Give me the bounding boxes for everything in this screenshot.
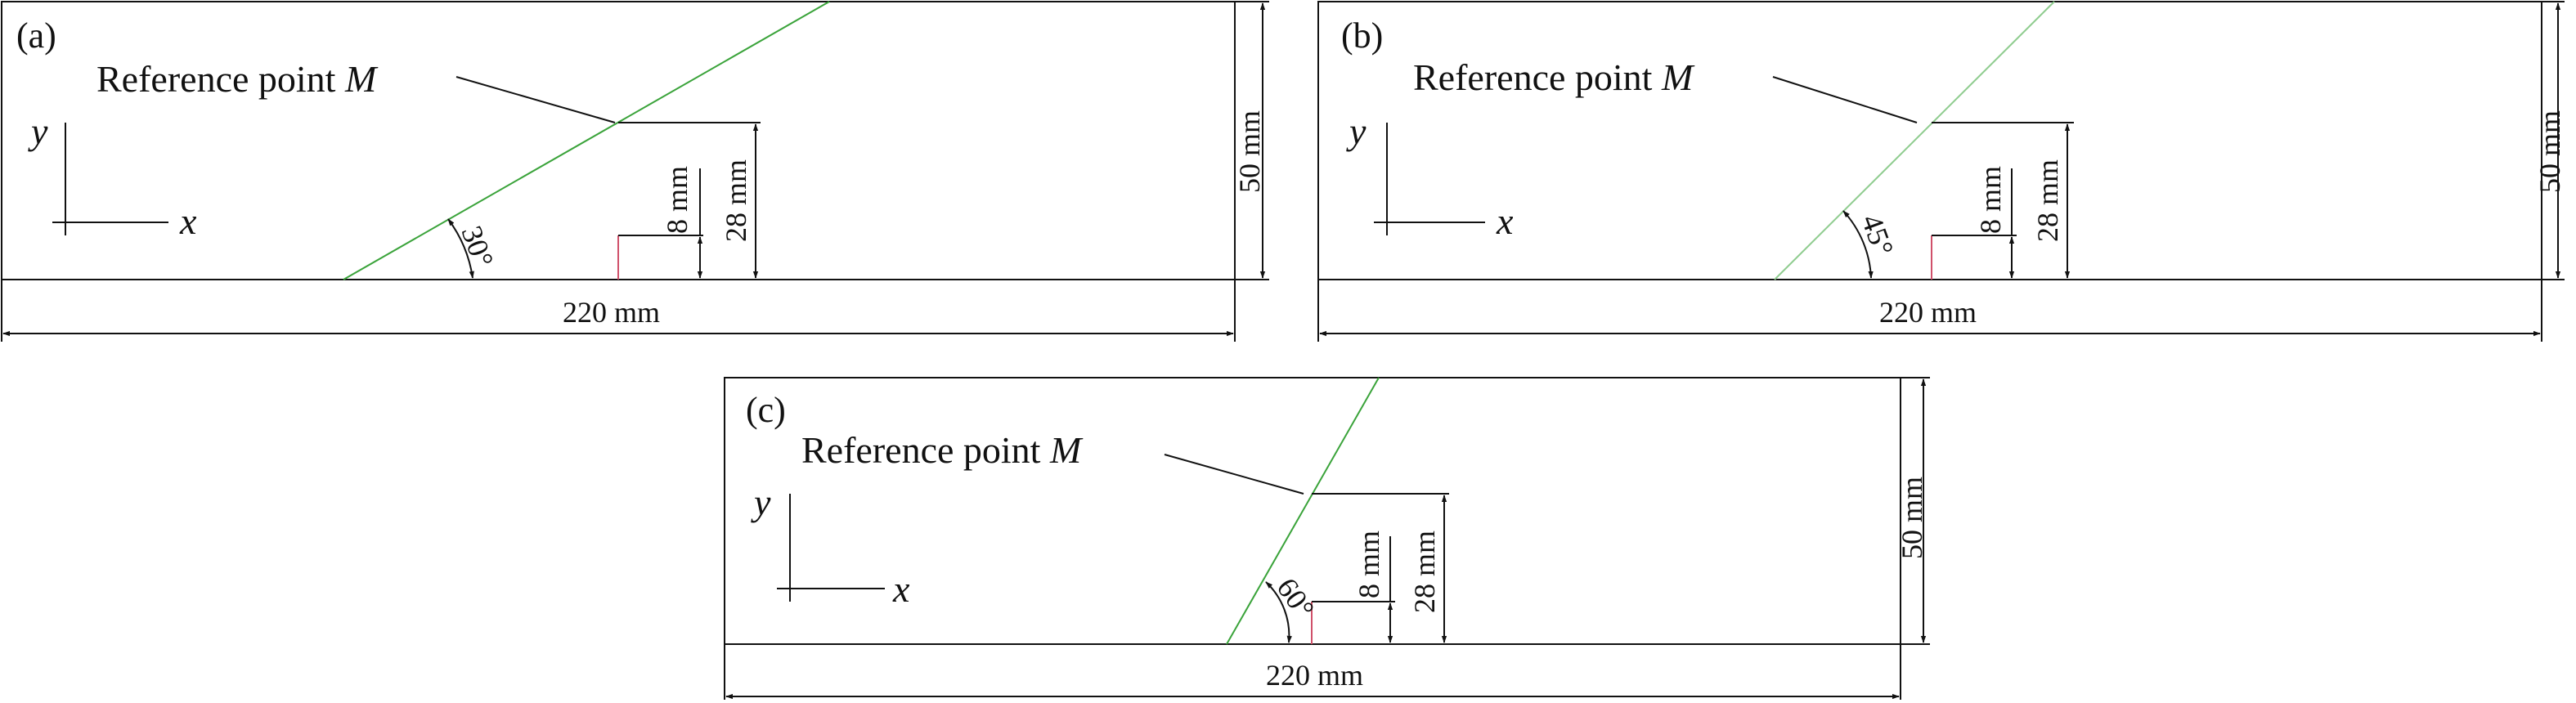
angle-arc bbox=[1265, 581, 1292, 643]
dim-width-label: 220 mm bbox=[1266, 659, 1363, 692]
axis-x-label: x bbox=[179, 200, 197, 242]
inclined-fault-line bbox=[1226, 377, 1380, 645]
angle-label: 60° bbox=[1270, 572, 1321, 625]
axis-y-label: y bbox=[751, 481, 771, 523]
reference-point-symbol: M bbox=[1049, 429, 1084, 471]
dim-28mm-label: 28 mm bbox=[1408, 531, 1441, 613]
reference-point-label: Reference point M bbox=[96, 58, 379, 100]
axis-y-label: y bbox=[28, 110, 48, 152]
angle-label: 30° bbox=[455, 222, 500, 271]
reference-point-label: Reference point M bbox=[801, 429, 1084, 471]
reference-point-label: Reference point M bbox=[1413, 56, 1695, 98]
panel-b: (b) Reference point M 8 mm 28 mm 50 mm 2… bbox=[1317, 1, 2566, 342]
inclined-fault-line bbox=[1774, 1, 2055, 280]
panel-label: (c) bbox=[746, 390, 786, 430]
dim-28mm-label: 28 mm bbox=[720, 159, 752, 242]
dim-8mm-label: 8 mm bbox=[661, 166, 693, 234]
coordinate-axes: y x bbox=[28, 110, 197, 242]
angle-arc bbox=[1842, 210, 1874, 279]
axis-x-label: x bbox=[892, 568, 910, 610]
angle-label: 45° bbox=[1855, 210, 1900, 260]
inclined-fault-line bbox=[343, 1, 830, 280]
panel-label: (a) bbox=[16, 16, 56, 56]
reference-leader-line bbox=[1164, 454, 1304, 495]
panel-label: (b) bbox=[1341, 16, 1383, 56]
dim-8mm-label: 8 mm bbox=[1353, 531, 1385, 598]
reference-leader-line bbox=[456, 76, 616, 123]
axis-x-label: x bbox=[1496, 200, 1514, 242]
domain-boundary bbox=[1317, 1, 2542, 280]
axis-y-label: y bbox=[1346, 110, 1367, 152]
coordinate-axes: y x bbox=[1346, 110, 1514, 242]
reference-point-symbol: M bbox=[344, 58, 379, 100]
dim-height-label: 50 mm bbox=[1233, 110, 1266, 193]
panel-c: (c) Reference point M 8 mm 28 mm 50 mm 2… bbox=[724, 377, 1930, 700]
dim-28mm-label: 28 mm bbox=[2031, 159, 2064, 242]
angle-arc bbox=[447, 218, 474, 279]
dim-width-label: 220 mm bbox=[1879, 296, 1977, 329]
panel-a: (a) Reference point M 8 mm 28 mm 50 mm 2… bbox=[1, 1, 1269, 342]
dim-8mm-label: 8 mm bbox=[1974, 166, 2007, 234]
reference-leader-line bbox=[1772, 76, 1918, 123]
dim-height-label: 50 mm bbox=[1896, 477, 1928, 559]
reference-point-symbol: M bbox=[1661, 56, 1695, 98]
dim-width-label: 220 mm bbox=[563, 296, 660, 329]
dim-height-label: 50 mm bbox=[2533, 110, 2566, 193]
coordinate-axes: y x bbox=[751, 481, 910, 610]
